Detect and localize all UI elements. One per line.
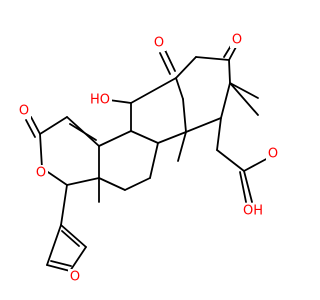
acid-carbonyl-oxygen-label: O <box>268 147 278 162</box>
ketone-right-oxygen-label: O <box>232 33 242 48</box>
lactone-ring-oxygen-label: O <box>36 166 46 181</box>
furan-oxygen-label: O <box>70 270 80 285</box>
molecule-structure: O O O O HO O O OH <box>17 32 280 285</box>
atom-labels: O O O O HO O O OH <box>17 32 280 285</box>
acid-hydroxyl-label: OH <box>243 204 263 219</box>
hydroxyl-label: HO <box>90 93 110 108</box>
bond-network <box>25 43 271 272</box>
lactone-carbonyl-oxygen-label: O <box>19 104 29 119</box>
ketone-top-oxygen-label: O <box>154 36 164 51</box>
